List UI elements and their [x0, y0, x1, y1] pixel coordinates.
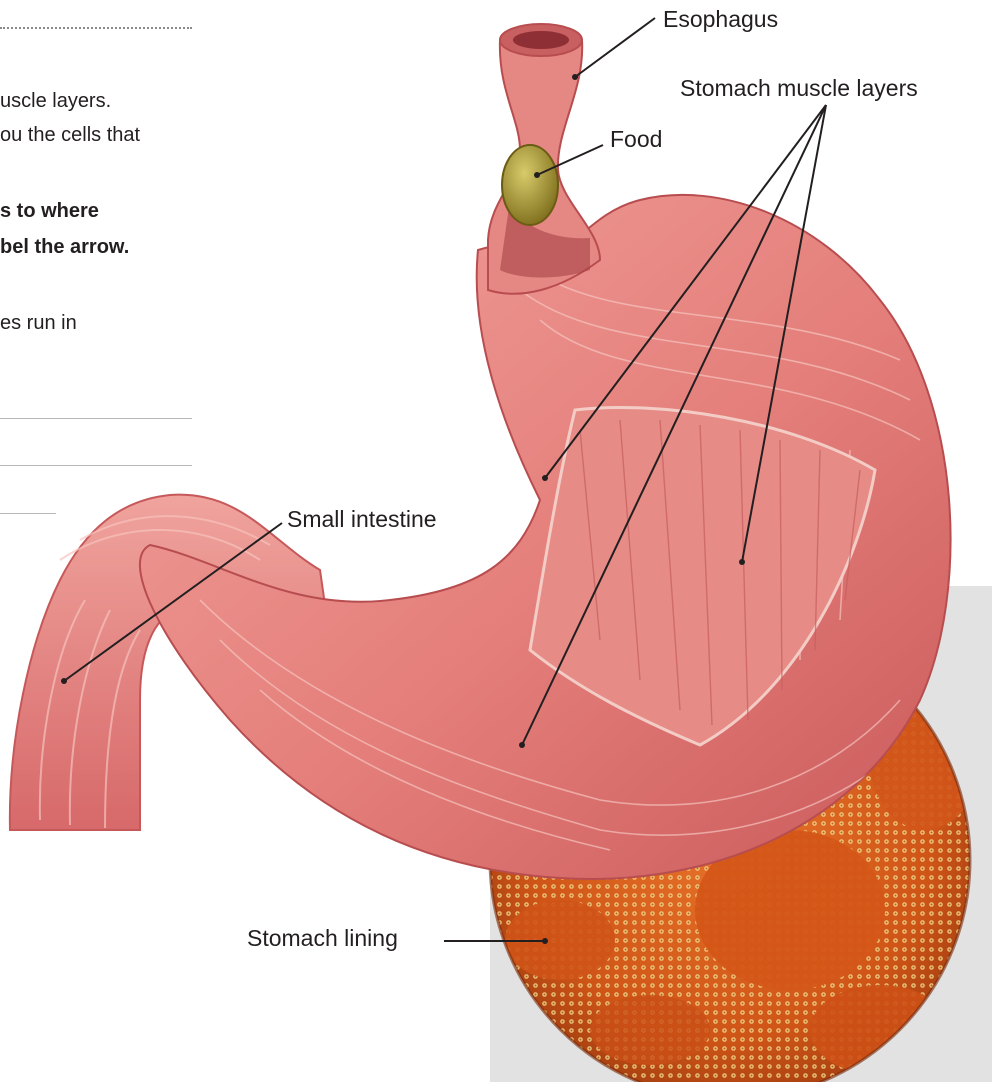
label-food: Food [610, 126, 662, 153]
label-esophagus: Esophagus [663, 6, 778, 33]
label-small-intestine: Small intestine [287, 506, 437, 533]
esophagus-leader [575, 18, 655, 77]
label-stomach-lining: Stomach lining [247, 925, 398, 952]
label-stomach-muscle-layers: Stomach muscle layers [680, 75, 918, 102]
food-bolus [502, 145, 558, 225]
